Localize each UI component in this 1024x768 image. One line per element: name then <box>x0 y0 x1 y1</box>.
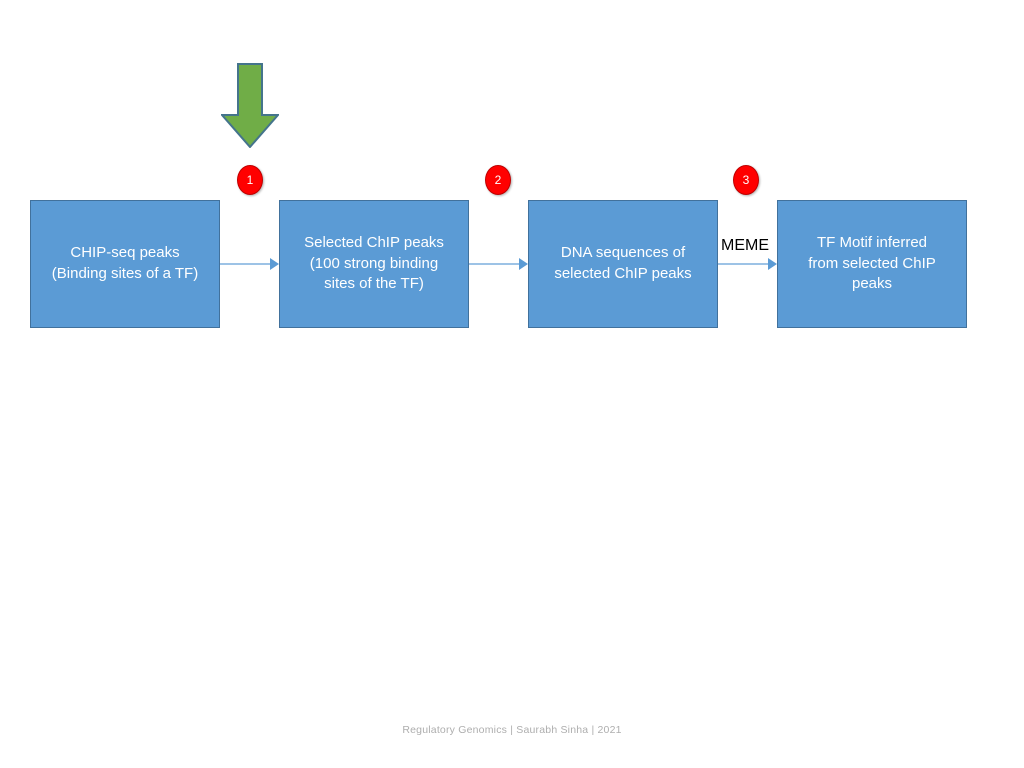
step-badge-3-label: 3 <box>742 173 750 187</box>
process-box-2-label: Selected ChIP peaks (100 strong binding … <box>304 233 444 293</box>
step-badge-2-label: 2 <box>494 173 502 187</box>
process-box-3-label: DNA sequences of selected ChIP peaks <box>554 244 692 282</box>
step-badge-3: 3 <box>733 165 759 195</box>
connector-arrow-3 <box>718 258 777 270</box>
arrowhead-icon-2 <box>519 258 528 270</box>
connector-arrow-2 <box>469 258 528 270</box>
connector-arrow-1 <box>220 258 279 270</box>
step-badge-1-label: 1 <box>246 173 254 187</box>
process-box-tf-motif: TF Motif inferred from selected ChIP pea… <box>777 200 967 328</box>
step-badge-2: 2 <box>485 165 511 195</box>
connector-label-meme: MEME <box>721 237 769 254</box>
arrowhead-icon-3 <box>768 258 777 270</box>
connector-line-2 <box>469 263 519 265</box>
arrowhead-icon-1 <box>270 258 279 270</box>
connector-line-3 <box>718 263 768 265</box>
process-box-1-label: CHIP-seq peaks (Binding sites of a TF) <box>51 244 199 282</box>
process-box-4-label: TF Motif inferred from selected ChIP pea… <box>808 233 936 293</box>
connector-line-1 <box>220 263 270 265</box>
process-box-selected-chip-peaks: Selected ChIP peaks (100 strong binding … <box>279 200 469 328</box>
slide-footer: Regulatory Genomics | Saurabh Sinha | 20… <box>402 724 622 736</box>
process-box-chip-seq-peaks: CHIP-seq peaks (Binding sites of a TF) <box>30 200 220 328</box>
green-down-arrow-icon <box>219 63 281 149</box>
step-badge-1: 1 <box>237 165 263 195</box>
process-box-dna-sequences: DNA sequences of selected ChIP peaks <box>528 200 718 328</box>
